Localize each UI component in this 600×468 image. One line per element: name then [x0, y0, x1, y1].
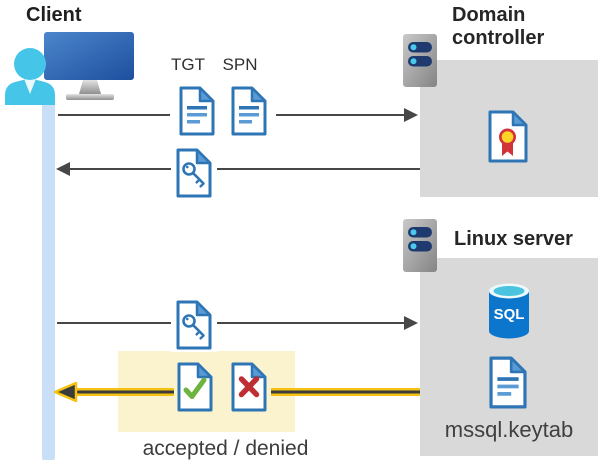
arrow-client-to-linux	[57, 322, 406, 324]
arrowhead-right-icon	[404, 108, 418, 122]
result-arrow-segment	[271, 388, 420, 396]
spn-label: SPN	[222, 55, 258, 74]
client-lifeline	[42, 96, 55, 460]
session-key-doc-tray	[171, 146, 217, 200]
certificate-document-icon	[488, 110, 528, 163]
arrowhead-right-icon	[404, 316, 418, 330]
sql-label: SQL	[494, 306, 525, 323]
monitor-icon	[44, 32, 134, 80]
domain-controller-server-icon	[403, 34, 437, 87]
domain-controller-label: Domain controller	[452, 4, 545, 49]
key-document-icon	[176, 300, 212, 350]
keytab-filename: mssql.keytab	[444, 417, 574, 442]
linux-server-icon	[403, 219, 437, 272]
accepted-document-icon	[177, 362, 213, 412]
client-label: Client	[26, 4, 82, 26]
ticket-labels: TGT SPN	[170, 55, 276, 75]
sql-database-icon: SQL	[489, 283, 529, 339]
linux-server-label: Linux server	[454, 228, 573, 250]
tgt-label: TGT	[171, 55, 205, 74]
arrow-dc-to-client	[68, 168, 420, 170]
person-at-monitor-icon	[5, 32, 134, 105]
tgt-document-icon	[179, 86, 215, 136]
arrowhead-left-icon	[56, 162, 70, 176]
result-caption: accepted / denied	[142, 437, 309, 460]
result-arrow-segment	[74, 388, 174, 396]
service-key-doc-tray	[171, 298, 217, 352]
result-arrowhead-left-icon	[53, 381, 78, 403]
ticket-doc-tray	[170, 84, 276, 138]
key-document-icon	[176, 148, 212, 198]
keytab-document-icon	[489, 356, 527, 409]
denied-document-icon	[231, 362, 267, 412]
spn-document-icon	[231, 86, 267, 136]
